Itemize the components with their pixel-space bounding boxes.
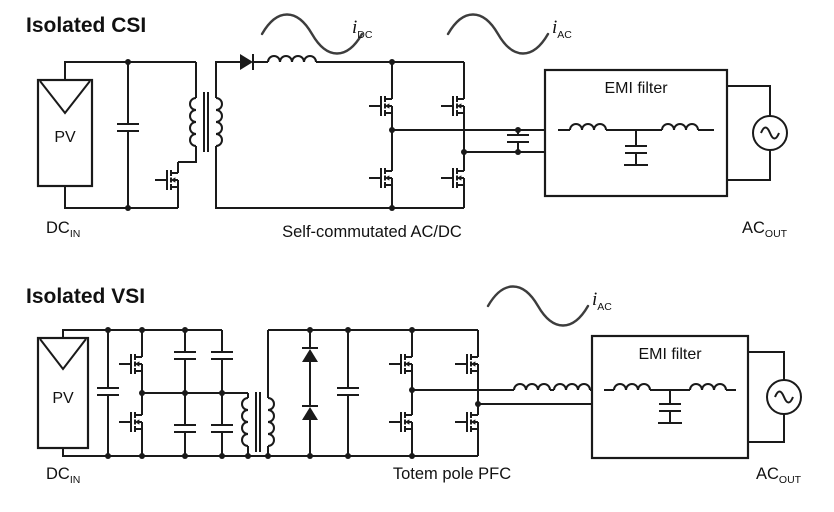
ac-source-icon xyxy=(752,115,788,151)
csi-converter-label: Self-commutated AC/DC xyxy=(282,223,462,241)
vsi-converter-label: Totem pole PFC xyxy=(393,465,511,483)
filter-inductor-icon xyxy=(613,383,651,391)
filter-inductor-icon xyxy=(661,123,699,131)
mosfet-icon xyxy=(440,159,465,197)
vsi-emi-filter-label: EMI filter xyxy=(638,346,702,363)
transformer-icon xyxy=(241,391,275,453)
vsi-emi-filter-box: EMI filter xyxy=(590,334,750,460)
csi-title: Isolated CSI xyxy=(26,14,146,37)
filter-inductor-icon xyxy=(569,123,607,131)
vsi-dc-in-label: DCIN xyxy=(46,465,80,486)
csi-dc-in-label: DCIN xyxy=(46,219,80,240)
iac-current-label: iAC xyxy=(552,17,572,41)
csi-junction-dots xyxy=(125,59,521,211)
line-inductor-icon xyxy=(513,383,551,391)
mosfet-icon xyxy=(118,403,143,441)
mosfet-icon xyxy=(454,345,479,383)
vsi-title: Isolated VSI xyxy=(26,285,145,308)
vsi-iac-current-label: iAC xyxy=(592,289,612,313)
pv-chevron-icon xyxy=(39,80,91,115)
mosfet-icon xyxy=(118,345,143,383)
csi-emi-filter-label: EMI filter xyxy=(604,80,668,97)
csi-emi-filter-box: EMI filter xyxy=(543,68,729,198)
vsi-pv-label: PV xyxy=(52,390,74,407)
diode-icon xyxy=(240,54,253,70)
vsi-diagram: Isolated VSI PV EMI filter xyxy=(26,285,802,486)
vsi-junction-dots xyxy=(105,327,481,459)
iac-sine-wave-icon xyxy=(446,13,550,55)
ac-source-icon xyxy=(766,379,802,415)
csi-pv-label: PV xyxy=(54,129,76,146)
mosfet-icon xyxy=(154,161,179,199)
csi-diagram: Isolated CSI PV EMI filter xyxy=(26,13,788,241)
pv-chevron-icon xyxy=(39,338,87,371)
idc-current-label: iDC xyxy=(352,17,373,41)
csi-ac-out-label: ACOUT xyxy=(742,219,788,240)
mosfet-icon xyxy=(388,403,413,441)
dc-link-inductor-icon xyxy=(267,55,317,63)
filter-inductor-icon xyxy=(689,383,727,391)
vsi-totem-pole-bridge xyxy=(388,345,479,441)
mosfet-icon xyxy=(388,345,413,383)
mosfet-icon xyxy=(368,87,393,125)
diode-icon xyxy=(301,347,319,363)
idc-sine-wave-icon xyxy=(260,13,364,55)
mosfet-icon xyxy=(440,87,465,125)
mosfet-icon xyxy=(454,403,479,441)
csi-bridge xyxy=(368,87,465,197)
vsi-half-bridge xyxy=(118,345,143,441)
vsi-ac-out-label: ACOUT xyxy=(756,465,802,486)
line-inductor-icon xyxy=(553,383,591,391)
transformer-icon xyxy=(189,91,223,153)
mosfet-icon xyxy=(368,159,393,197)
diode-icon xyxy=(301,405,319,421)
iac-sine-wave-icon xyxy=(486,285,590,327)
